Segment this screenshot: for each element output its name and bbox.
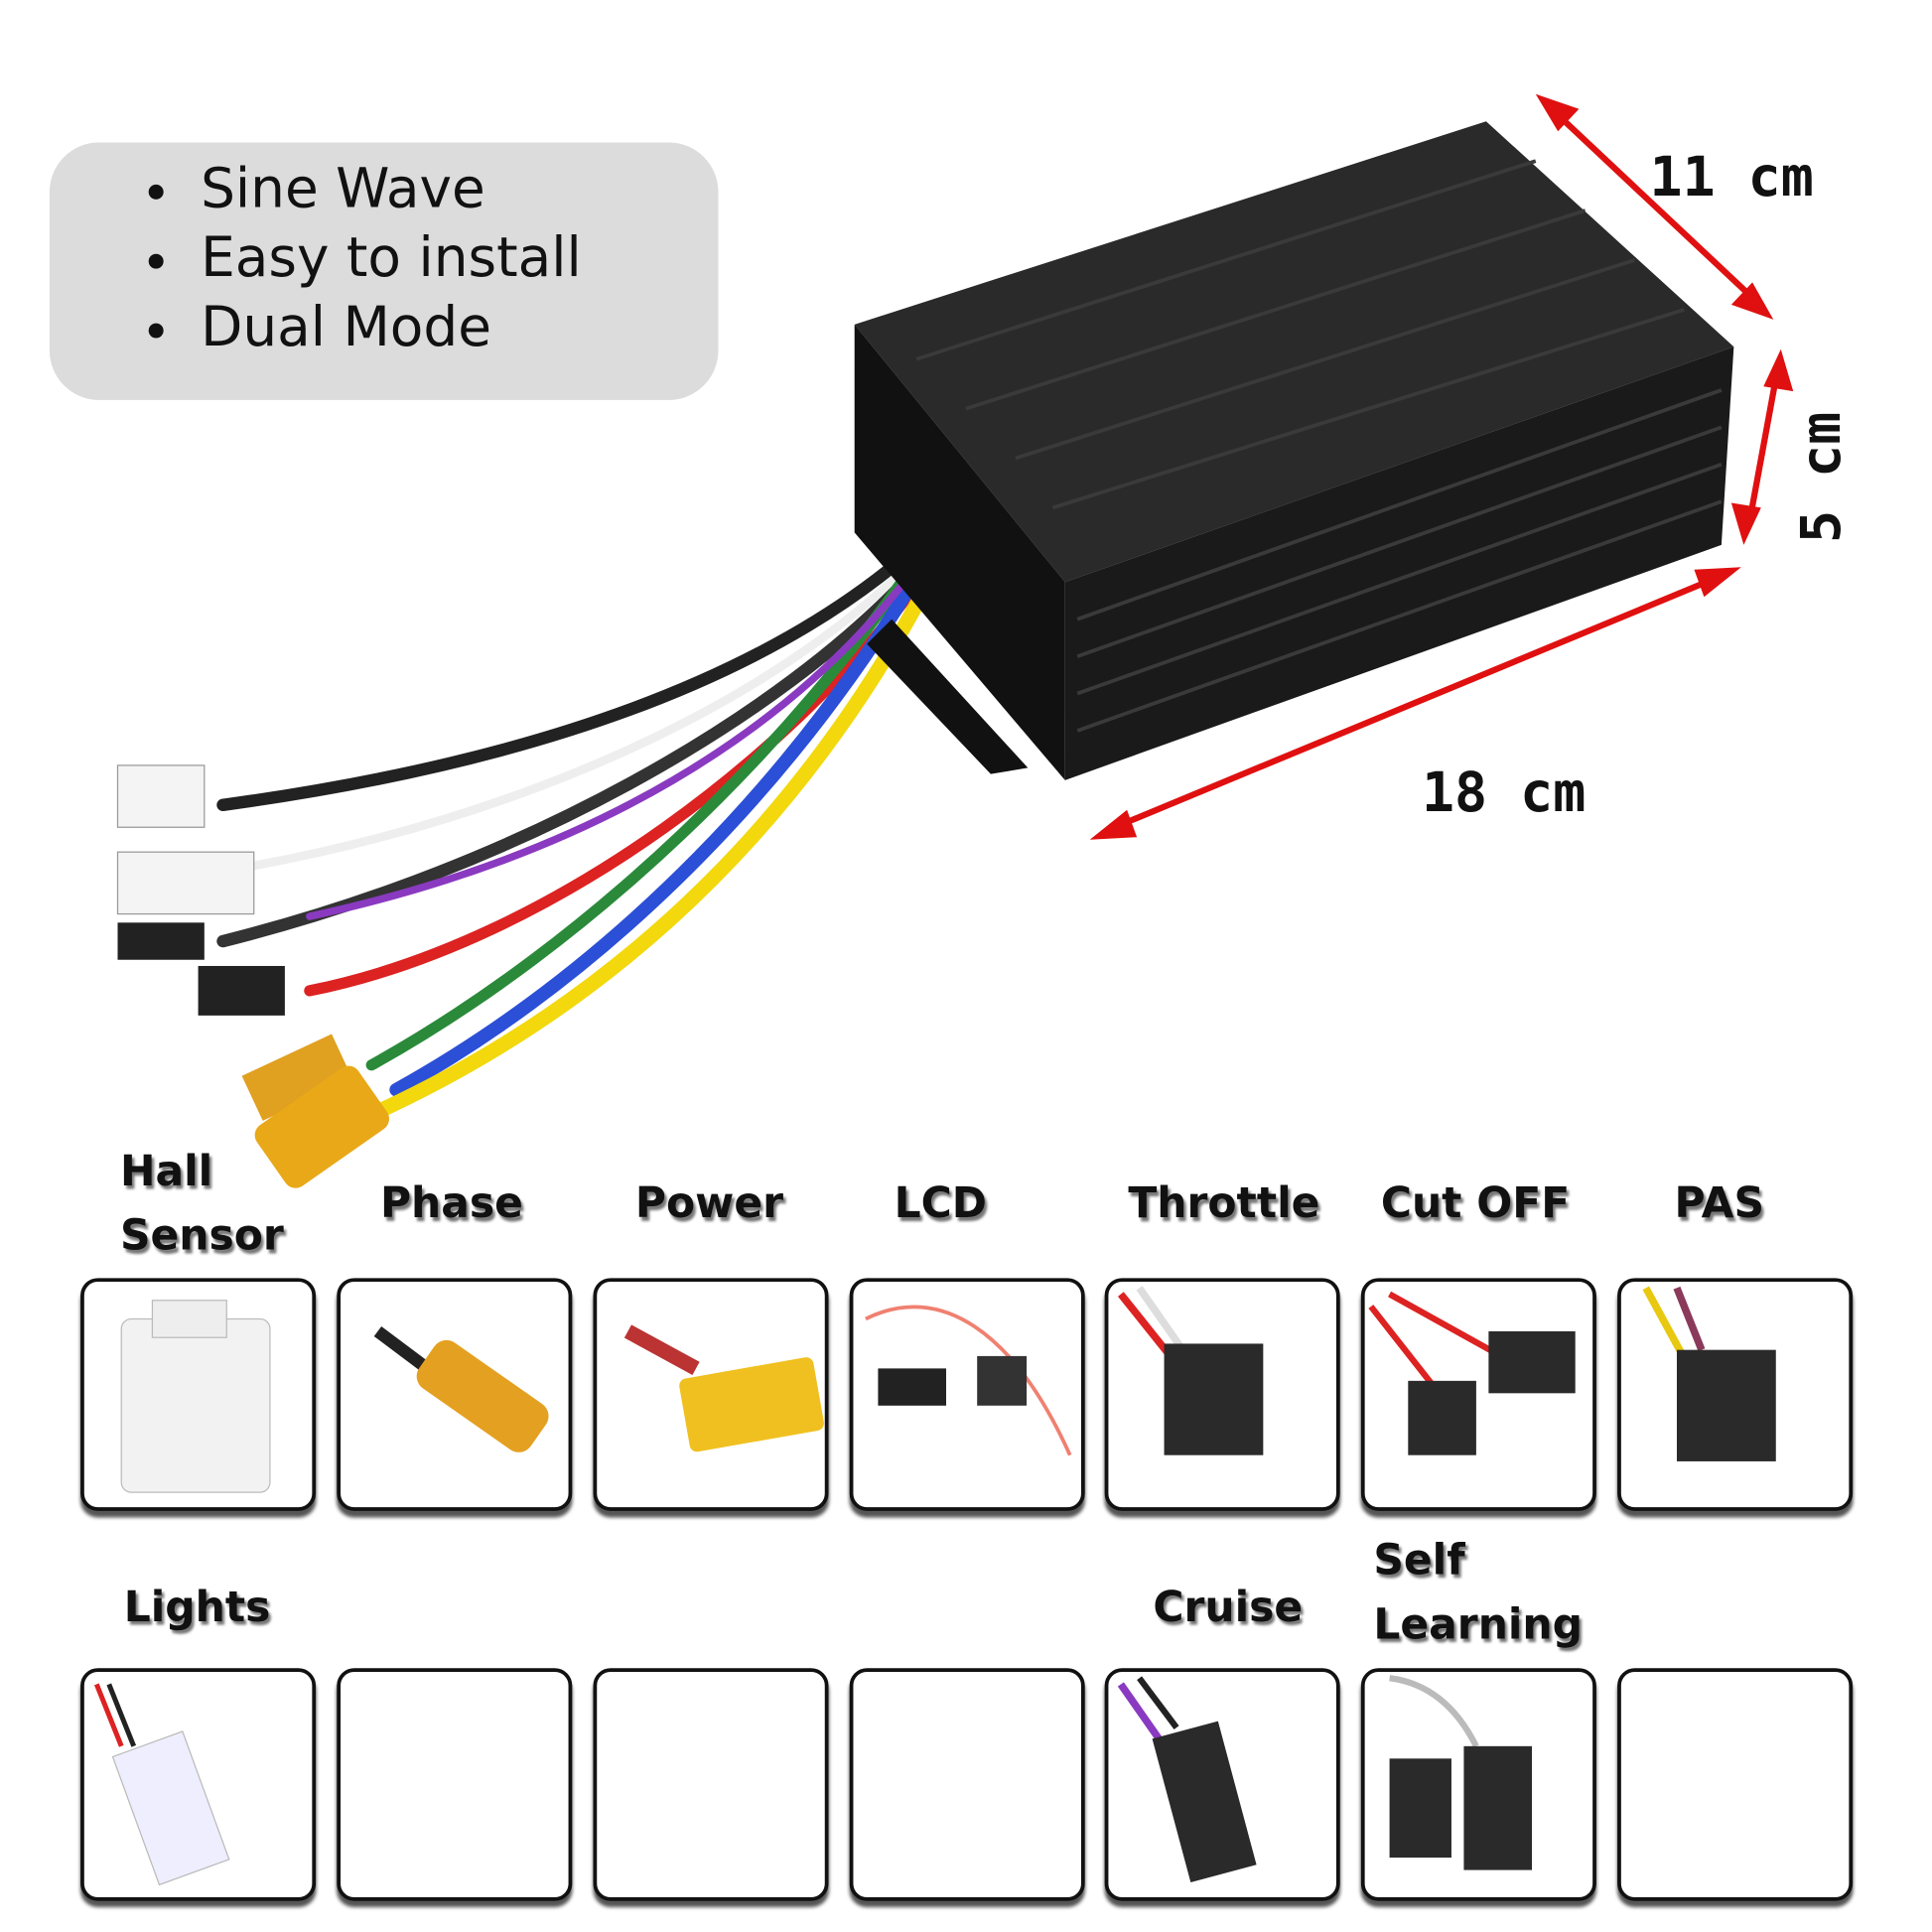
wires (216, 551, 937, 1123)
label-power: Power (634, 1178, 783, 1229)
connector-card-hall (80, 1278, 317, 1511)
label-hall-sensor: Hall Sensor (119, 1147, 284, 1261)
label-lights: Lights (123, 1583, 271, 1633)
connector-card-empty (849, 1668, 1085, 1901)
label-lcd: LCD (894, 1178, 987, 1229)
connector-card-cruise (1104, 1668, 1340, 1901)
depth-dimension: 11 cm (1649, 146, 1814, 209)
label-cruise: Cruise (1153, 1583, 1304, 1633)
connector-card-self-learning (1360, 1668, 1596, 1901)
feature-item: Dual Mode (148, 294, 718, 363)
dimension-arrows (1089, 93, 1794, 840)
label-pas: PAS (1674, 1178, 1765, 1229)
connector-card-lcd (849, 1278, 1085, 1511)
feature-item: Sine Wave (148, 155, 718, 224)
label-phase: Phase (379, 1178, 523, 1229)
label-self-learning: Self Learning (1373, 1535, 1583, 1650)
connector-card-empty (593, 1668, 829, 1901)
feature-item: Easy to install (148, 224, 718, 294)
connector-card-phase (337, 1278, 573, 1511)
feature-list: Sine Wave Easy to install Dual Mode (49, 142, 719, 400)
connector-card-pas (1617, 1278, 1854, 1511)
length-dimension: 18 cm (1422, 761, 1587, 825)
connector-card-lights (80, 1668, 317, 1901)
connector-card-empty (1617, 1668, 1854, 1901)
connector-card-throttle (1104, 1278, 1340, 1511)
controller-box (854, 121, 1734, 780)
connector-card-empty (337, 1668, 573, 1901)
connector-card-cut-off (1360, 1278, 1596, 1511)
label-cut-off: Cut OFF (1380, 1178, 1571, 1229)
connector-card-power (593, 1278, 829, 1511)
label-throttle: Throttle (1128, 1178, 1320, 1229)
controller-photo (116, 93, 1794, 1188)
height-dimension: 5 cm (1790, 411, 1854, 543)
